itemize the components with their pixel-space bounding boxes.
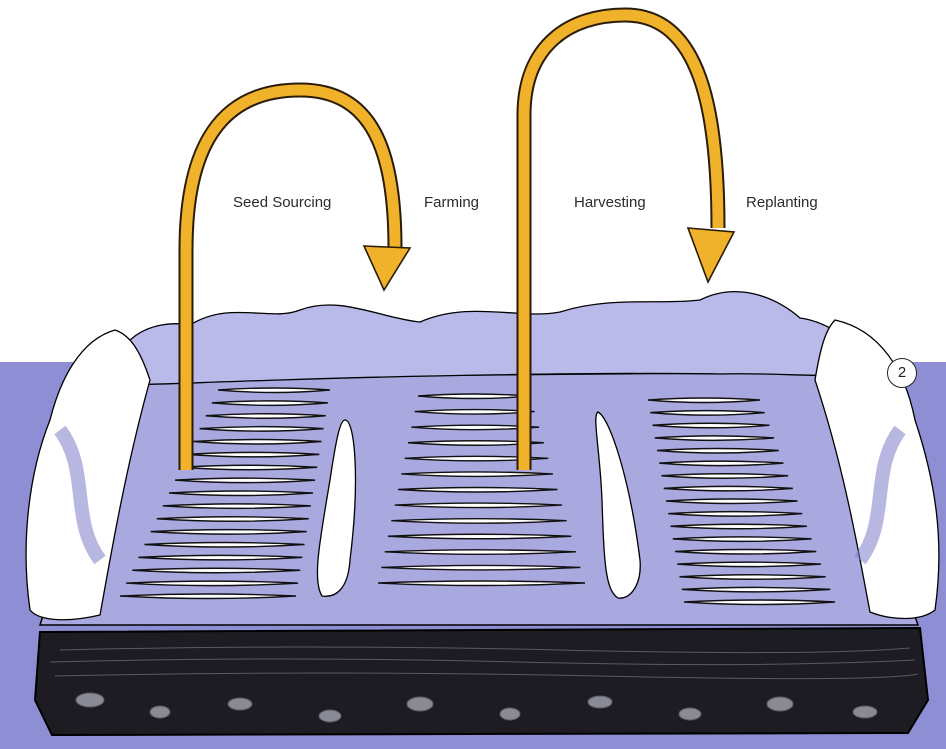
crop-row — [657, 449, 779, 454]
crop-row — [684, 600, 835, 605]
stage-label-replanting: Replanting — [746, 194, 818, 211]
crop-row — [391, 519, 566, 524]
crop-row — [194, 440, 322, 445]
crop-row — [212, 401, 328, 406]
crop-row — [145, 543, 305, 548]
stage-label-harvesting: Harvesting — [574, 194, 646, 211]
crop-row — [151, 530, 307, 535]
crop-row — [206, 414, 326, 419]
back-hedge — [115, 292, 880, 385]
crop-row — [655, 436, 774, 441]
crop-row — [668, 512, 802, 517]
crop-row — [200, 427, 324, 432]
crop-row — [381, 565, 580, 570]
crop-row — [673, 537, 812, 542]
crop-row — [181, 465, 317, 470]
stage-label-seed-sourcing: Seed Sourcing — [233, 194, 331, 211]
crop-row — [677, 562, 821, 567]
arrow-head — [364, 246, 410, 290]
crop-row — [169, 491, 313, 496]
crop-row — [398, 488, 558, 493]
crop-row — [653, 423, 770, 428]
stage-label-farming: Farming — [424, 194, 479, 211]
crop-row — [662, 474, 789, 479]
crop-row — [385, 550, 576, 555]
crop-row — [157, 517, 309, 522]
crop-row — [163, 504, 311, 509]
crop-row — [187, 452, 319, 457]
crop-row — [682, 587, 831, 592]
crop-row — [650, 411, 764, 416]
crop-row — [120, 594, 296, 599]
crop-row — [175, 478, 315, 483]
soil-cross-section — [35, 628, 928, 735]
crop-row — [671, 524, 807, 529]
step-number-badge: 2 — [887, 358, 917, 388]
crop-row — [664, 486, 793, 491]
crop-row — [132, 568, 300, 573]
crop-row — [418, 394, 530, 399]
crop-row — [395, 503, 562, 508]
crop-row — [648, 398, 760, 403]
crop-row — [138, 555, 302, 560]
crop-row — [401, 472, 553, 477]
crop-row — [126, 581, 298, 586]
crop-row — [218, 388, 330, 393]
crop-row — [659, 461, 783, 466]
crop-row — [388, 534, 571, 539]
crop-row — [680, 575, 826, 580]
crop-row — [666, 499, 798, 504]
crop-row — [378, 581, 585, 586]
crop-row — [675, 550, 816, 555]
arrow-head — [688, 228, 734, 282]
